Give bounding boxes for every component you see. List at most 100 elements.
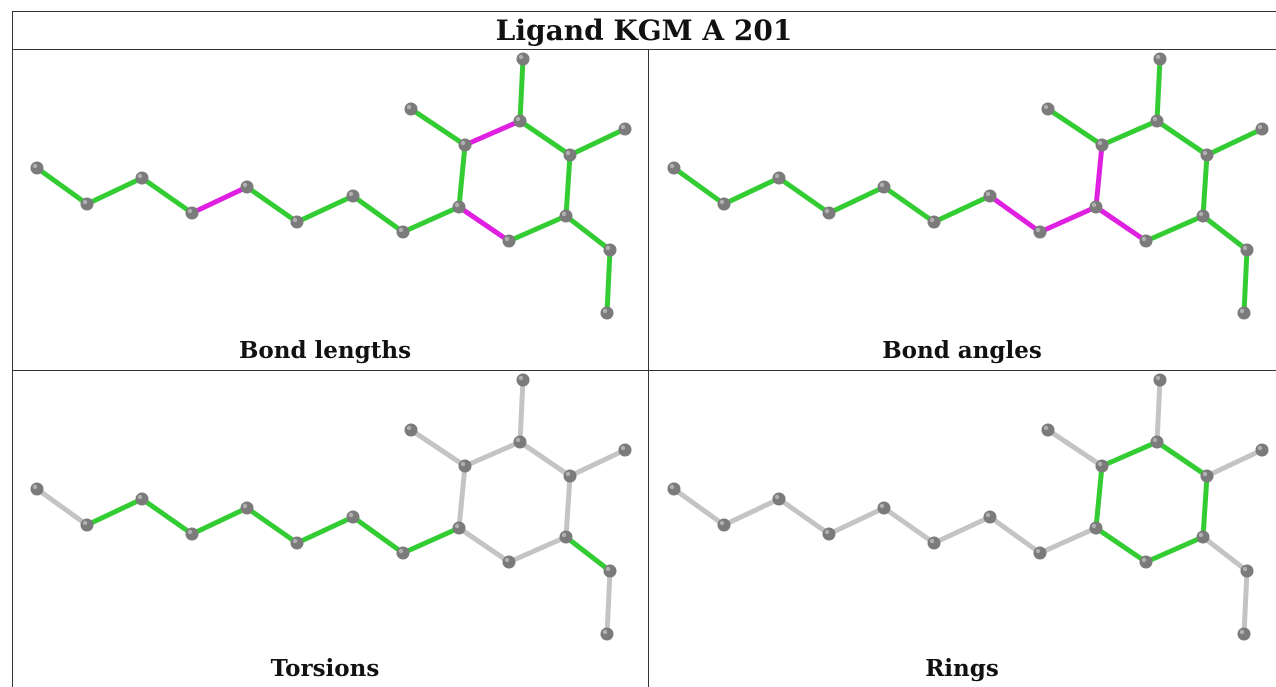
- atom: [618, 122, 632, 136]
- atom-highlight: [1239, 308, 1245, 314]
- atom-highlight: [1091, 523, 1097, 529]
- atom-highlight: [454, 202, 460, 208]
- atom-highlight: [879, 182, 885, 188]
- atom-highlight: [242, 503, 248, 509]
- atom-highlight: [32, 163, 38, 169]
- bond-ok: [294, 514, 356, 546]
- bond-neutral: [776, 496, 832, 537]
- bond-ok: [1093, 525, 1149, 565]
- bond-ok: [189, 505, 250, 537]
- atom-highlight: [398, 548, 404, 554]
- atom: [135, 492, 149, 506]
- atom: [559, 530, 573, 544]
- atom-highlight: [1152, 116, 1158, 122]
- bond-ok: [294, 193, 356, 225]
- atom-highlight: [929, 217, 935, 223]
- atom: [513, 114, 527, 128]
- atom: [513, 435, 527, 449]
- atom-highlight: [460, 140, 466, 146]
- bond-neutral: [1241, 568, 1250, 637]
- atom-highlight: [1097, 140, 1103, 146]
- bond-ok: [671, 165, 727, 207]
- bond-neutral: [456, 525, 512, 565]
- atom-highlight: [1242, 245, 1248, 251]
- bond-ok: [1093, 463, 1105, 531]
- atom-highlight: [1097, 461, 1103, 467]
- atom-highlight: [1091, 202, 1097, 208]
- atom: [772, 171, 786, 185]
- atom: [1255, 443, 1269, 457]
- atom-highlight: [406, 425, 412, 431]
- atom-highlight: [515, 116, 521, 122]
- atom: [240, 501, 254, 515]
- bond-ok: [517, 56, 526, 124]
- atom-highlight: [565, 150, 571, 156]
- atom: [502, 234, 516, 248]
- bond-ok: [350, 193, 406, 235]
- atom: [877, 501, 891, 515]
- atom: [1089, 200, 1103, 214]
- atom-highlight: [719, 520, 725, 526]
- bond-neutral: [1154, 377, 1163, 445]
- atom: [1095, 138, 1109, 152]
- caption-torsions: Torsions: [270, 655, 380, 682]
- bond-ok: [517, 118, 573, 158]
- panel-bond-angles: [667, 52, 1269, 320]
- atom-highlight: [1239, 629, 1245, 635]
- atom-highlight: [348, 191, 354, 197]
- bond-ok: [350, 514, 406, 556]
- atom-highlight: [1043, 425, 1049, 431]
- atom: [1196, 209, 1210, 223]
- atom: [135, 171, 149, 185]
- atom-highlight: [187, 208, 193, 214]
- atom-highlight: [504, 557, 510, 563]
- atom: [1089, 521, 1103, 535]
- bond-outlier: [189, 184, 250, 216]
- bond-ok: [931, 193, 993, 225]
- bond-neutral: [506, 534, 569, 565]
- atom-highlight: [669, 163, 675, 169]
- atom-highlight: [824, 529, 830, 535]
- atom-highlight: [460, 461, 466, 467]
- bond-outlier: [462, 118, 523, 148]
- bond-ok: [84, 496, 145, 528]
- atom: [502, 555, 516, 569]
- bond-neutral: [721, 496, 782, 528]
- atom-highlight: [605, 566, 611, 572]
- atom-highlight: [1035, 548, 1041, 554]
- bond-ok: [1154, 439, 1210, 479]
- atom: [1240, 564, 1254, 578]
- atom: [185, 527, 199, 541]
- atom-highlight: [602, 308, 608, 314]
- bond-ok: [1200, 473, 1210, 540]
- atom: [1139, 234, 1153, 248]
- bond-outlier: [1093, 204, 1149, 244]
- atom: [822, 206, 836, 220]
- bond-neutral: [604, 568, 613, 637]
- bond-ok: [826, 184, 887, 216]
- bond-outlier: [456, 204, 512, 244]
- atom: [240, 180, 254, 194]
- bond-neutral: [563, 473, 573, 540]
- atom-highlight: [1152, 437, 1158, 443]
- atom: [452, 521, 466, 535]
- bond-ok: [1099, 118, 1160, 148]
- atom: [772, 492, 786, 506]
- bond-outlier: [1037, 204, 1099, 235]
- bond-neutral: [517, 439, 573, 479]
- caption-rings: Rings: [925, 655, 999, 682]
- atom-highlight: [32, 484, 38, 490]
- atom-highlight: [1242, 566, 1248, 572]
- atom: [452, 200, 466, 214]
- atom: [603, 564, 617, 578]
- atom: [1200, 148, 1214, 162]
- atom: [927, 536, 941, 550]
- atom-highlight: [719, 199, 725, 205]
- bond-neutral: [1204, 447, 1265, 479]
- bond-neutral: [987, 514, 1043, 556]
- bond-neutral: [671, 486, 727, 528]
- atom: [1150, 114, 1164, 128]
- atom-highlight: [620, 445, 626, 451]
- atom: [1196, 530, 1210, 544]
